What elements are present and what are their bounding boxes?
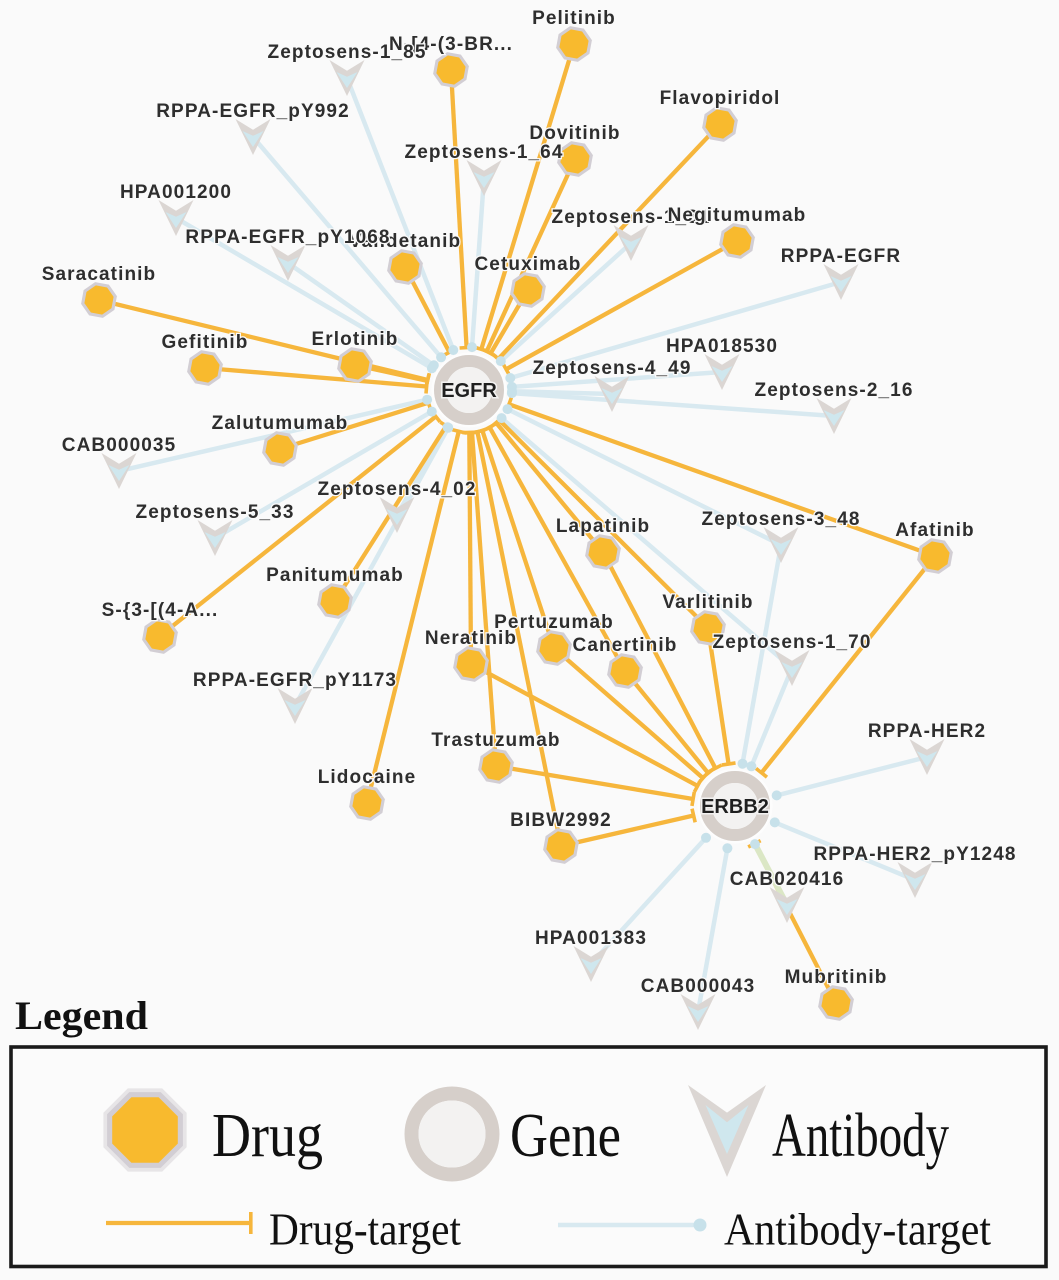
svg-text:CAB020416: CAB020416: [730, 869, 844, 890]
svg-text:Legend: Legend: [15, 993, 148, 1038]
svg-text:HPA001383: HPA001383: [535, 928, 647, 949]
svg-text:RPPA-HER2_pY1248: RPPA-HER2_pY1248: [813, 844, 1016, 865]
svg-text:RPPA-EGFR_pY992: RPPA-EGFR_pY992: [156, 101, 350, 122]
svg-text:Drug: Drug: [212, 1102, 323, 1170]
svg-text:RPPA-EGFR: RPPA-EGFR: [781, 246, 901, 267]
svg-text:Cetuximab: Cetuximab: [474, 254, 581, 275]
svg-text:Zeptosens-3_48: Zeptosens-3_48: [701, 509, 860, 530]
svg-text:Trastuzumab: Trastuzumab: [431, 730, 560, 751]
svg-text:Zeptosens-1_64: Zeptosens-1_64: [404, 142, 563, 163]
svg-text:ERBB2: ERBB2: [701, 796, 769, 818]
svg-text:CAB000043: CAB000043: [641, 976, 755, 997]
svg-text:Afatinib: Afatinib: [895, 520, 975, 541]
svg-text:Erlotinib: Erlotinib: [312, 329, 399, 350]
svg-text:Saracatinib: Saracatinib: [42, 264, 157, 285]
svg-text:Zeptosens-1_85: Zeptosens-1_85: [267, 42, 426, 63]
svg-text:Pertuzumab: Pertuzumab: [494, 612, 614, 633]
svg-text:Lapatinib: Lapatinib: [556, 516, 650, 537]
svg-text:Flavopiridol: Flavopiridol: [660, 88, 781, 109]
svg-text:Pelitinib: Pelitinib: [532, 8, 616, 29]
svg-text:Lidocaine: Lidocaine: [318, 767, 417, 788]
svg-text:Antibody-target: Antibody-target: [724, 1204, 991, 1255]
svg-text:HPA001200: HPA001200: [120, 182, 232, 203]
svg-text:Varlitinib: Varlitinib: [662, 592, 753, 613]
svg-text:Dovitinib: Dovitinib: [529, 123, 620, 144]
svg-text:RPPA-HER2: RPPA-HER2: [868, 721, 986, 742]
svg-text:S-{3-[(4-A...: S-{3-[(4-A...: [102, 600, 219, 621]
svg-text:Zeptosens-1_70: Zeptosens-1_70: [712, 632, 871, 653]
svg-text:Vandetanib: Vandetanib: [349, 231, 461, 252]
svg-text:RPPA-EGFR_pY1068: RPPA-EGFR_pY1068: [185, 227, 390, 248]
svg-text:Neratinib: Neratinib: [425, 628, 517, 649]
svg-text:Zeptosens-4_49: Zeptosens-4_49: [532, 358, 691, 379]
svg-text:RPPA-EGFR_pY1173: RPPA-EGFR_pY1173: [193, 670, 397, 691]
svg-text:Canertinib: Canertinib: [573, 635, 678, 656]
svg-text:Zeptosens-2_16: Zeptosens-2_16: [754, 380, 913, 401]
svg-text:Negitumumab: Negitumumab: [668, 205, 807, 226]
svg-text:CAB000035: CAB000035: [62, 435, 176, 456]
svg-text:Panitumumab: Panitumumab: [266, 565, 404, 586]
svg-text:EGFR: EGFR: [441, 380, 497, 402]
svg-text:Gefitinib: Gefitinib: [162, 332, 249, 353]
svg-text:Zalutumumab: Zalutumumab: [212, 413, 349, 434]
svg-text:Zeptosens-4_02: Zeptosens-4_02: [317, 479, 476, 500]
svg-text:Zeptosens-5_33: Zeptosens-5_33: [135, 502, 294, 523]
svg-text:Zeptosens-1_31: Zeptosens-1_31: [551, 207, 710, 228]
svg-text:N-[4-(3-BR...: N-[4-(3-BR...: [389, 34, 513, 55]
svg-text:Antibody: Antibody: [772, 1102, 949, 1170]
svg-text:BIBW2992: BIBW2992: [510, 810, 612, 831]
svg-text:Mubritinib: Mubritinib: [785, 967, 888, 988]
svg-text:HPA018530: HPA018530: [666, 336, 778, 357]
svg-text:Drug-target: Drug-target: [269, 1204, 461, 1255]
svg-text:Gene: Gene: [510, 1102, 621, 1170]
